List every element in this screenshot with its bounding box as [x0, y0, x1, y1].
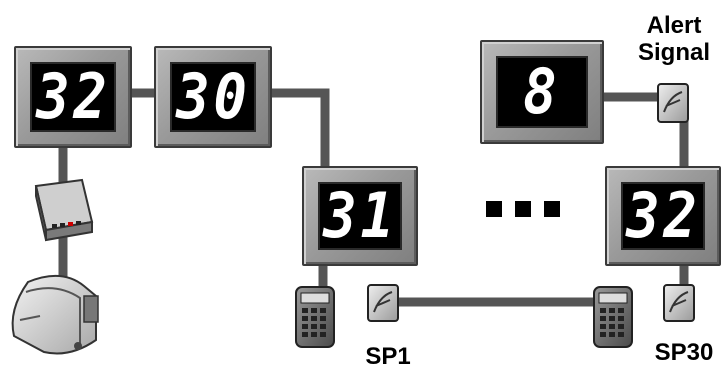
display-screen: 30: [170, 62, 256, 132]
display-screen: 31: [318, 182, 402, 250]
alert-signal-module-icon: [657, 83, 689, 123]
continuation-dots: [486, 201, 560, 217]
display-screen: 8: [496, 56, 588, 128]
alert-label-line1: Alert: [646, 12, 702, 39]
display-panel-5: 8: [480, 40, 604, 144]
cable-d2-d3: [263, 88, 330, 177]
network-converter-icon: [34, 178, 94, 242]
display-panel-1: 32: [14, 46, 132, 148]
signal-module-sp30-icon: [663, 284, 695, 322]
sp30-label: SP30: [654, 339, 714, 366]
display-value: 32: [35, 62, 111, 132]
keypad-sp30-icon: [593, 286, 633, 348]
display-panel-4: 32: [605, 166, 721, 266]
display-panel-3: 31: [302, 166, 418, 266]
sp1-label: SP1: [365, 343, 411, 370]
display-panel-2: 30: [154, 46, 272, 148]
display-value: 8: [523, 56, 561, 128]
display-value: 32: [625, 182, 701, 250]
keypad-sp1-icon: [295, 286, 335, 348]
signal-module-sp1-icon: [367, 284, 399, 322]
ticket-printer-icon: [11, 275, 99, 355]
alert-signal-label: Alert Signal: [624, 12, 724, 66]
display-screen: 32: [621, 182, 705, 250]
dot: [486, 201, 502, 217]
display-value: 31: [322, 182, 398, 250]
display-screen: 32: [30, 62, 116, 132]
alert-label-line2: Signal: [637, 39, 710, 66]
display-value: 30: [175, 62, 251, 132]
dot: [544, 201, 560, 217]
dot: [515, 201, 531, 217]
